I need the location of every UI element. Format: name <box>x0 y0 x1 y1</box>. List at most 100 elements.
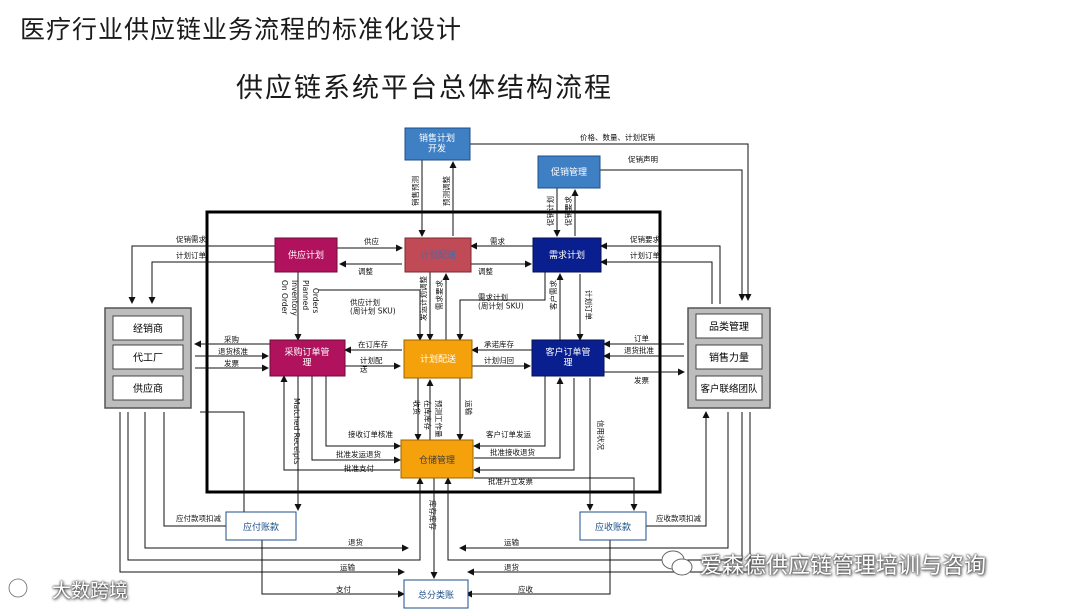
edge-label: 预测工作量 <box>434 400 444 438</box>
edge-label: 批准开立发票 <box>488 476 533 486</box>
edge-label: 退货批准 <box>624 345 654 355</box>
left-panel-item <box>112 315 184 341</box>
right-panel-label: 客户联络团队 <box>700 383 758 395</box>
right-panel-item <box>695 344 763 370</box>
edge-label: 需求计划(周计划 SKU) <box>478 292 524 311</box>
edge-label: 在订库存 <box>358 339 388 349</box>
edge-label: 销售预测 <box>410 176 420 206</box>
edge-label: 促销要求 <box>630 234 660 244</box>
node-demand-plan: 需求计划 <box>532 237 602 273</box>
edge-label: 促销计划 <box>545 196 555 226</box>
edge-label: 价格、数量、计划促销 <box>580 132 655 142</box>
diagram-title: 供应链系统平台总体结构流程 <box>236 73 613 104</box>
edge-label: 促销需求 <box>176 234 206 244</box>
node-label: 计划配送 <box>420 353 456 365</box>
node-promo: 促销管理 <box>537 155 601 189</box>
connectors <box>119 143 752 598</box>
node-label: 供应计划 <box>288 249 324 261</box>
right-panel-item <box>695 313 763 339</box>
edge-labels: 价格、数量、计划促销 促销声明 促销需求 计划订单 促销要求 计划订单 供应 调… <box>176 132 701 594</box>
edge-label: Orders <box>311 288 320 313</box>
edge-label: 应收款项扣减 <box>656 513 701 523</box>
edge-label: 收货 <box>412 400 422 415</box>
left-panel-label: 经销商 <box>133 322 163 335</box>
node-label: 促销管理 <box>551 166 587 178</box>
left-panel-label: 供应商 <box>133 382 163 395</box>
node-label: 应收账款 <box>595 521 631 533</box>
edge-label: 调整 <box>358 266 373 276</box>
watermark-left: 大数跨境 <box>52 580 129 602</box>
edge-label: 计划配送 <box>360 355 383 374</box>
node-supply-plan: 供应计划 <box>274 237 338 273</box>
left-panel-item <box>112 375 184 401</box>
edge-label: 计划归回 <box>484 355 514 365</box>
node-plan-delivery: 计划配送 <box>403 339 473 379</box>
node-label: 客户订单管理 <box>545 346 590 368</box>
node-customer-order: 客户订单管理 <box>531 339 605 377</box>
node-ap: 应付账款 <box>225 511 297 541</box>
right-panel: 品类管理 销售力量 客户联络团队 <box>687 307 771 409</box>
edge-label: 信用状况 <box>596 420 606 450</box>
edge-label: 批准发运退货 <box>336 449 381 459</box>
edge-label: 库存库存 <box>428 500 438 530</box>
edge-label: 供应计划(周计划 SKU) <box>350 297 396 316</box>
left-panel-item <box>112 344 184 370</box>
right-panel-item <box>695 375 763 401</box>
edge-label: 在库库存 <box>423 400 433 430</box>
page-title: 医疗行业供应链业务流程的标准化设计 <box>20 15 463 44</box>
node-label: 计划配送 <box>420 249 456 261</box>
edge-label: 应收 <box>518 584 533 594</box>
node-label: 采购订单管理 <box>284 346 329 368</box>
node-label: 总分类账 <box>418 589 454 601</box>
right-panel-label: 销售力量 <box>709 351 749 364</box>
edge-label: 发运计划调整 <box>418 276 428 321</box>
edge-label: 支付 <box>336 584 351 594</box>
edge-label: Inventory <box>290 280 299 316</box>
edge-label: Matched Receipts <box>292 398 301 465</box>
node-label: 应付账款 <box>243 521 279 533</box>
edge-label: 发票 <box>634 375 649 385</box>
edge-label: 发票 <box>224 358 239 368</box>
edge-label: 促销声明 <box>628 154 658 164</box>
node-purchase-order: 采购订单管理 <box>269 339 346 377</box>
edge-label: 订单 <box>634 333 649 343</box>
edge-label: 接收订单核准 <box>348 429 393 439</box>
left-panel: 经销商 代工厂 供应商 <box>104 307 192 409</box>
node-ar: 应收账款 <box>579 511 647 541</box>
wechat-icon <box>661 550 693 576</box>
edge-label: 批准支付 <box>344 463 374 473</box>
edge-label: 计划订单 <box>584 290 594 320</box>
edge-label: 退货 <box>348 537 363 547</box>
edge-label: 计划订单 <box>176 250 206 260</box>
edge-label: 运输 <box>504 537 519 547</box>
edge-label: On Order <box>280 280 289 315</box>
brand-logo-left <box>7 577 42 599</box>
node-warehouse: 仓储管理 <box>400 439 474 479</box>
edge-label: 退货核准 <box>218 346 248 356</box>
node-sales-plan: 销售计划开发 <box>404 127 471 161</box>
edge-label: 批准接收退货 <box>490 447 535 457</box>
node-plan-dispatch: 计划配送 <box>404 237 472 273</box>
edge-label: 运输 <box>464 400 474 415</box>
edge-label: 承诺库存 <box>484 339 514 349</box>
edge-label: 促销要求 <box>563 196 573 226</box>
edge-label: 应付款项扣减 <box>176 513 221 523</box>
edge-label: 采购 <box>224 334 239 344</box>
right-panel-label: 品类管理 <box>709 320 749 333</box>
edge-label: 供应 <box>364 236 379 246</box>
edge-label: 需求要求 <box>434 280 444 310</box>
node-gl: 总分类账 <box>403 579 469 609</box>
node-label: 仓储管理 <box>419 454 455 466</box>
left-panel-label: 代工厂 <box>133 352 163 364</box>
edge-label: Planned <box>301 280 310 310</box>
edge-label: 退货 <box>504 562 519 572</box>
vertical-labels: 销售预测 预测调整 促销计划 促销要求 On Order Inventory P… <box>280 176 606 531</box>
edge-label: 预测调整 <box>441 176 451 206</box>
node-label: 销售计划开发 <box>419 132 455 154</box>
edge-label: 计划订单 <box>630 250 660 260</box>
edge-label: 客户订单发运 <box>486 429 531 439</box>
edge-label: 需求 <box>490 236 505 246</box>
edge-label: 客户需求 <box>548 280 558 310</box>
edge-label: 运输 <box>340 562 355 572</box>
